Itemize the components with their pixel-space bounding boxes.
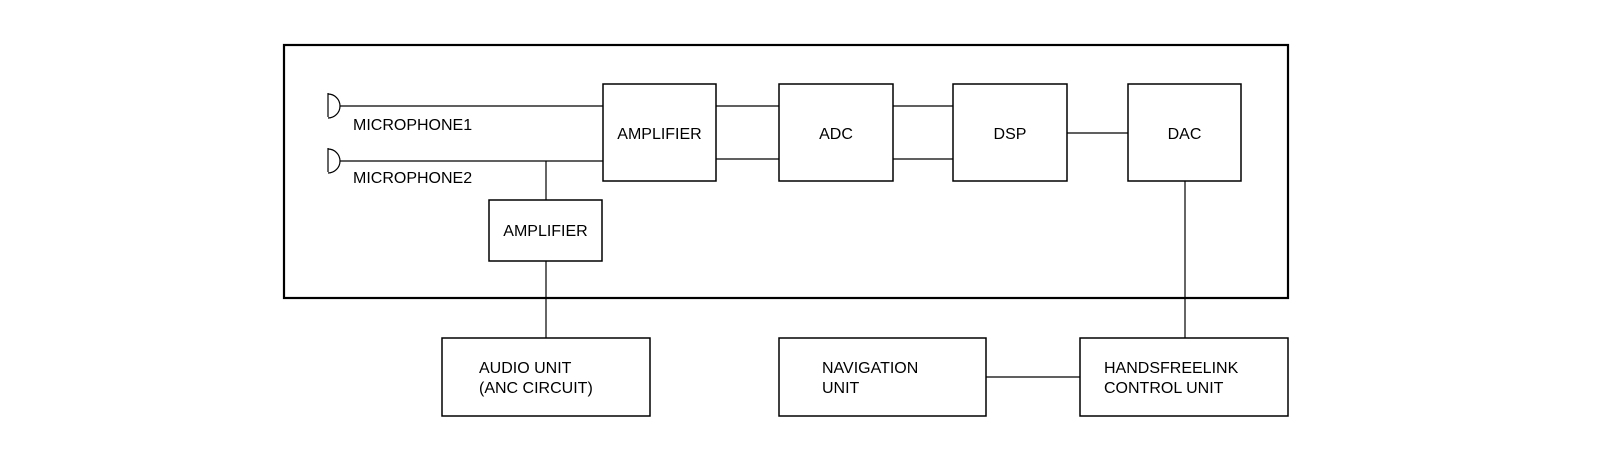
microphone-2-icon-head <box>327 148 341 174</box>
dsp-block: DSP <box>952 83 1068 182</box>
adc-block: ADC <box>778 83 894 182</box>
audio-unit-block: AUDIO UNIT (ANC CIRCUIT) <box>441 337 651 417</box>
adc-label: ADC <box>819 126 853 143</box>
navigation-unit-label-line2: UNIT <box>822 380 860 397</box>
amplifier-main-label: AMPLIFIER <box>617 126 701 143</box>
audio-unit-label-line2: (ANC CIRCUIT) <box>479 380 593 397</box>
dsp-box <box>952 83 1068 182</box>
audio-unit-box <box>441 337 651 417</box>
dsp-label: DSP <box>994 126 1027 143</box>
navigation-unit-label-line1: NAVIGATION <box>822 360 918 377</box>
microphone-2-label: MICROPHONE2 <box>353 170 472 187</box>
amplifier-main-block: AMPLIFIER <box>602 83 717 182</box>
navigation-unit-block: NAVIGATION UNIT <box>778 337 987 417</box>
handsfreelink-unit-label-line1: HANDSFREELINK <box>1104 360 1239 377</box>
microphone-2: MICROPHONE2 <box>327 148 472 187</box>
microphone-1-icon-head <box>327 93 341 119</box>
handsfreelink-unit-block: HANDSFREELINK CONTROL UNIT <box>1079 337 1289 417</box>
navigation-unit-box <box>778 337 987 417</box>
amplifier-secondary-block: AMPLIFIER <box>488 199 603 262</box>
amplifier-secondary-label: AMPLIFIER <box>503 223 587 240</box>
audio-unit-label-line1: AUDIO UNIT <box>479 360 572 377</box>
amplifier-main-box <box>602 83 717 182</box>
dac-box <box>1127 83 1242 182</box>
dac-label: DAC <box>1168 126 1202 143</box>
microphone-assembly-frame <box>282 43 1290 300</box>
handsfreelink-unit-label-line2: CONTROL UNIT <box>1104 380 1224 397</box>
microphone-1-label: MICROPHONE1 <box>353 117 472 134</box>
microphone-1: MICROPHONE1 <box>327 93 472 134</box>
handsfreelink-unit-box <box>1079 337 1289 417</box>
amplifier-secondary-box <box>488 199 603 262</box>
dac-block: DAC <box>1127 83 1242 182</box>
adc-box <box>778 83 894 182</box>
